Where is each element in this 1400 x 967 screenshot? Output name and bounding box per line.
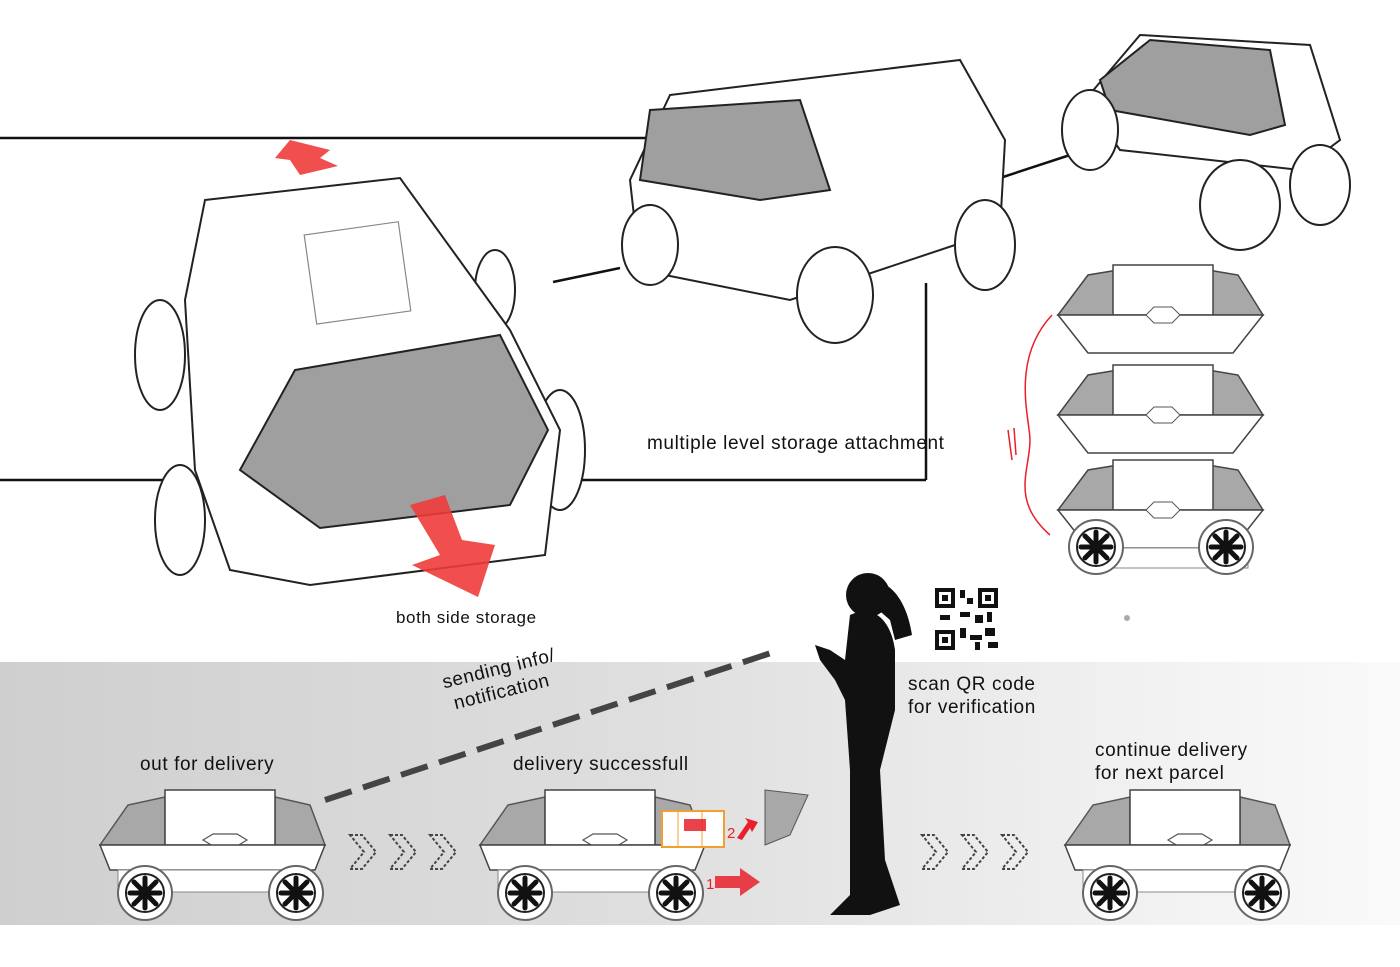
cart-delivery-successful <box>479 789 809 920</box>
wheel-icon <box>498 866 552 920</box>
delivery-successful-label: delivery successfull <box>513 754 689 775</box>
step-1-label: 1 <box>706 876 715 893</box>
continue-line2: for next parcel <box>1095 763 1225 784</box>
scan-qr-label: scan QR code for verification <box>908 673 1036 719</box>
wheel-icon <box>1199 520 1253 574</box>
wheel-icon <box>118 866 172 920</box>
both-side-storage-label: both side storage <box>396 608 537 627</box>
cart-out-for-delivery <box>99 789 326 920</box>
continue-line1: continue delivery <box>1095 740 1248 761</box>
wheel-icon <box>649 866 703 920</box>
out-for-delivery-label: out for delivery <box>140 754 275 775</box>
vehicle-perspective-sketch <box>621 58 1016 344</box>
continue-delivery-label: continue delivery for next parcel <box>1095 739 1248 785</box>
stacked-storage-modules <box>1057 264 1264 574</box>
red-arrow-icon <box>715 868 760 896</box>
red-arrow-icon <box>275 140 495 597</box>
wheel-icon <box>1069 520 1123 574</box>
frame-lines <box>0 136 1071 482</box>
scan-qr-line1: scan QR code <box>908 674 1036 695</box>
vehicle-rear-sketch <box>1061 33 1351 251</box>
person-silhouette <box>815 573 912 915</box>
scan-qr-line2: for verification <box>908 697 1036 718</box>
qr-code-icon <box>935 588 998 650</box>
wheel-icon <box>269 866 323 920</box>
wheel-icon <box>1083 866 1137 920</box>
multiple-level-label: multiple level storage attachment <box>647 433 945 454</box>
step-2-label: 2 <box>727 825 736 842</box>
chevron-arrows-icon <box>921 834 1029 870</box>
vehicle-top-view-sketch <box>134 176 586 587</box>
wheel-icon <box>1235 866 1289 920</box>
cart-continue-delivery <box>1064 789 1290 920</box>
chevron-arrows-icon <box>349 834 457 870</box>
